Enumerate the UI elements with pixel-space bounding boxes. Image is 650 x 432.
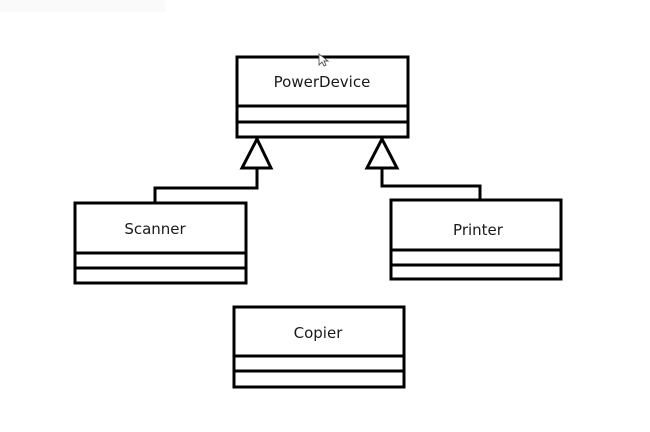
class-name: Copier <box>294 324 344 342</box>
class-printer[interactable]: Printer <box>389 198 563 281</box>
class-box <box>232 305 406 389</box>
hollow-triangle-arrowhead-icon <box>364 135 400 170</box>
class-name: Printer <box>453 221 504 239</box>
class-copier[interactable]: Copier <box>232 305 406 389</box>
class-box <box>235 55 410 139</box>
connector-line <box>380 168 482 200</box>
class-powerdevice[interactable]: PowerDevice <box>235 55 410 139</box>
hollow-triangle-arrowhead-icon <box>239 135 274 170</box>
class-name: Scanner <box>124 220 186 238</box>
generalization-printer-to-powerdevice <box>364 135 482 200</box>
top-strip <box>0 0 165 12</box>
class-box <box>389 198 563 281</box>
class-scanner[interactable]: Scanner <box>73 201 248 285</box>
connector-line <box>153 168 259 203</box>
class-name: PowerDevice <box>274 73 371 91</box>
class-box <box>73 201 248 285</box>
mouse-pointer-icon <box>318 53 330 67</box>
generalization-scanner-to-powerdevice <box>153 135 274 203</box>
